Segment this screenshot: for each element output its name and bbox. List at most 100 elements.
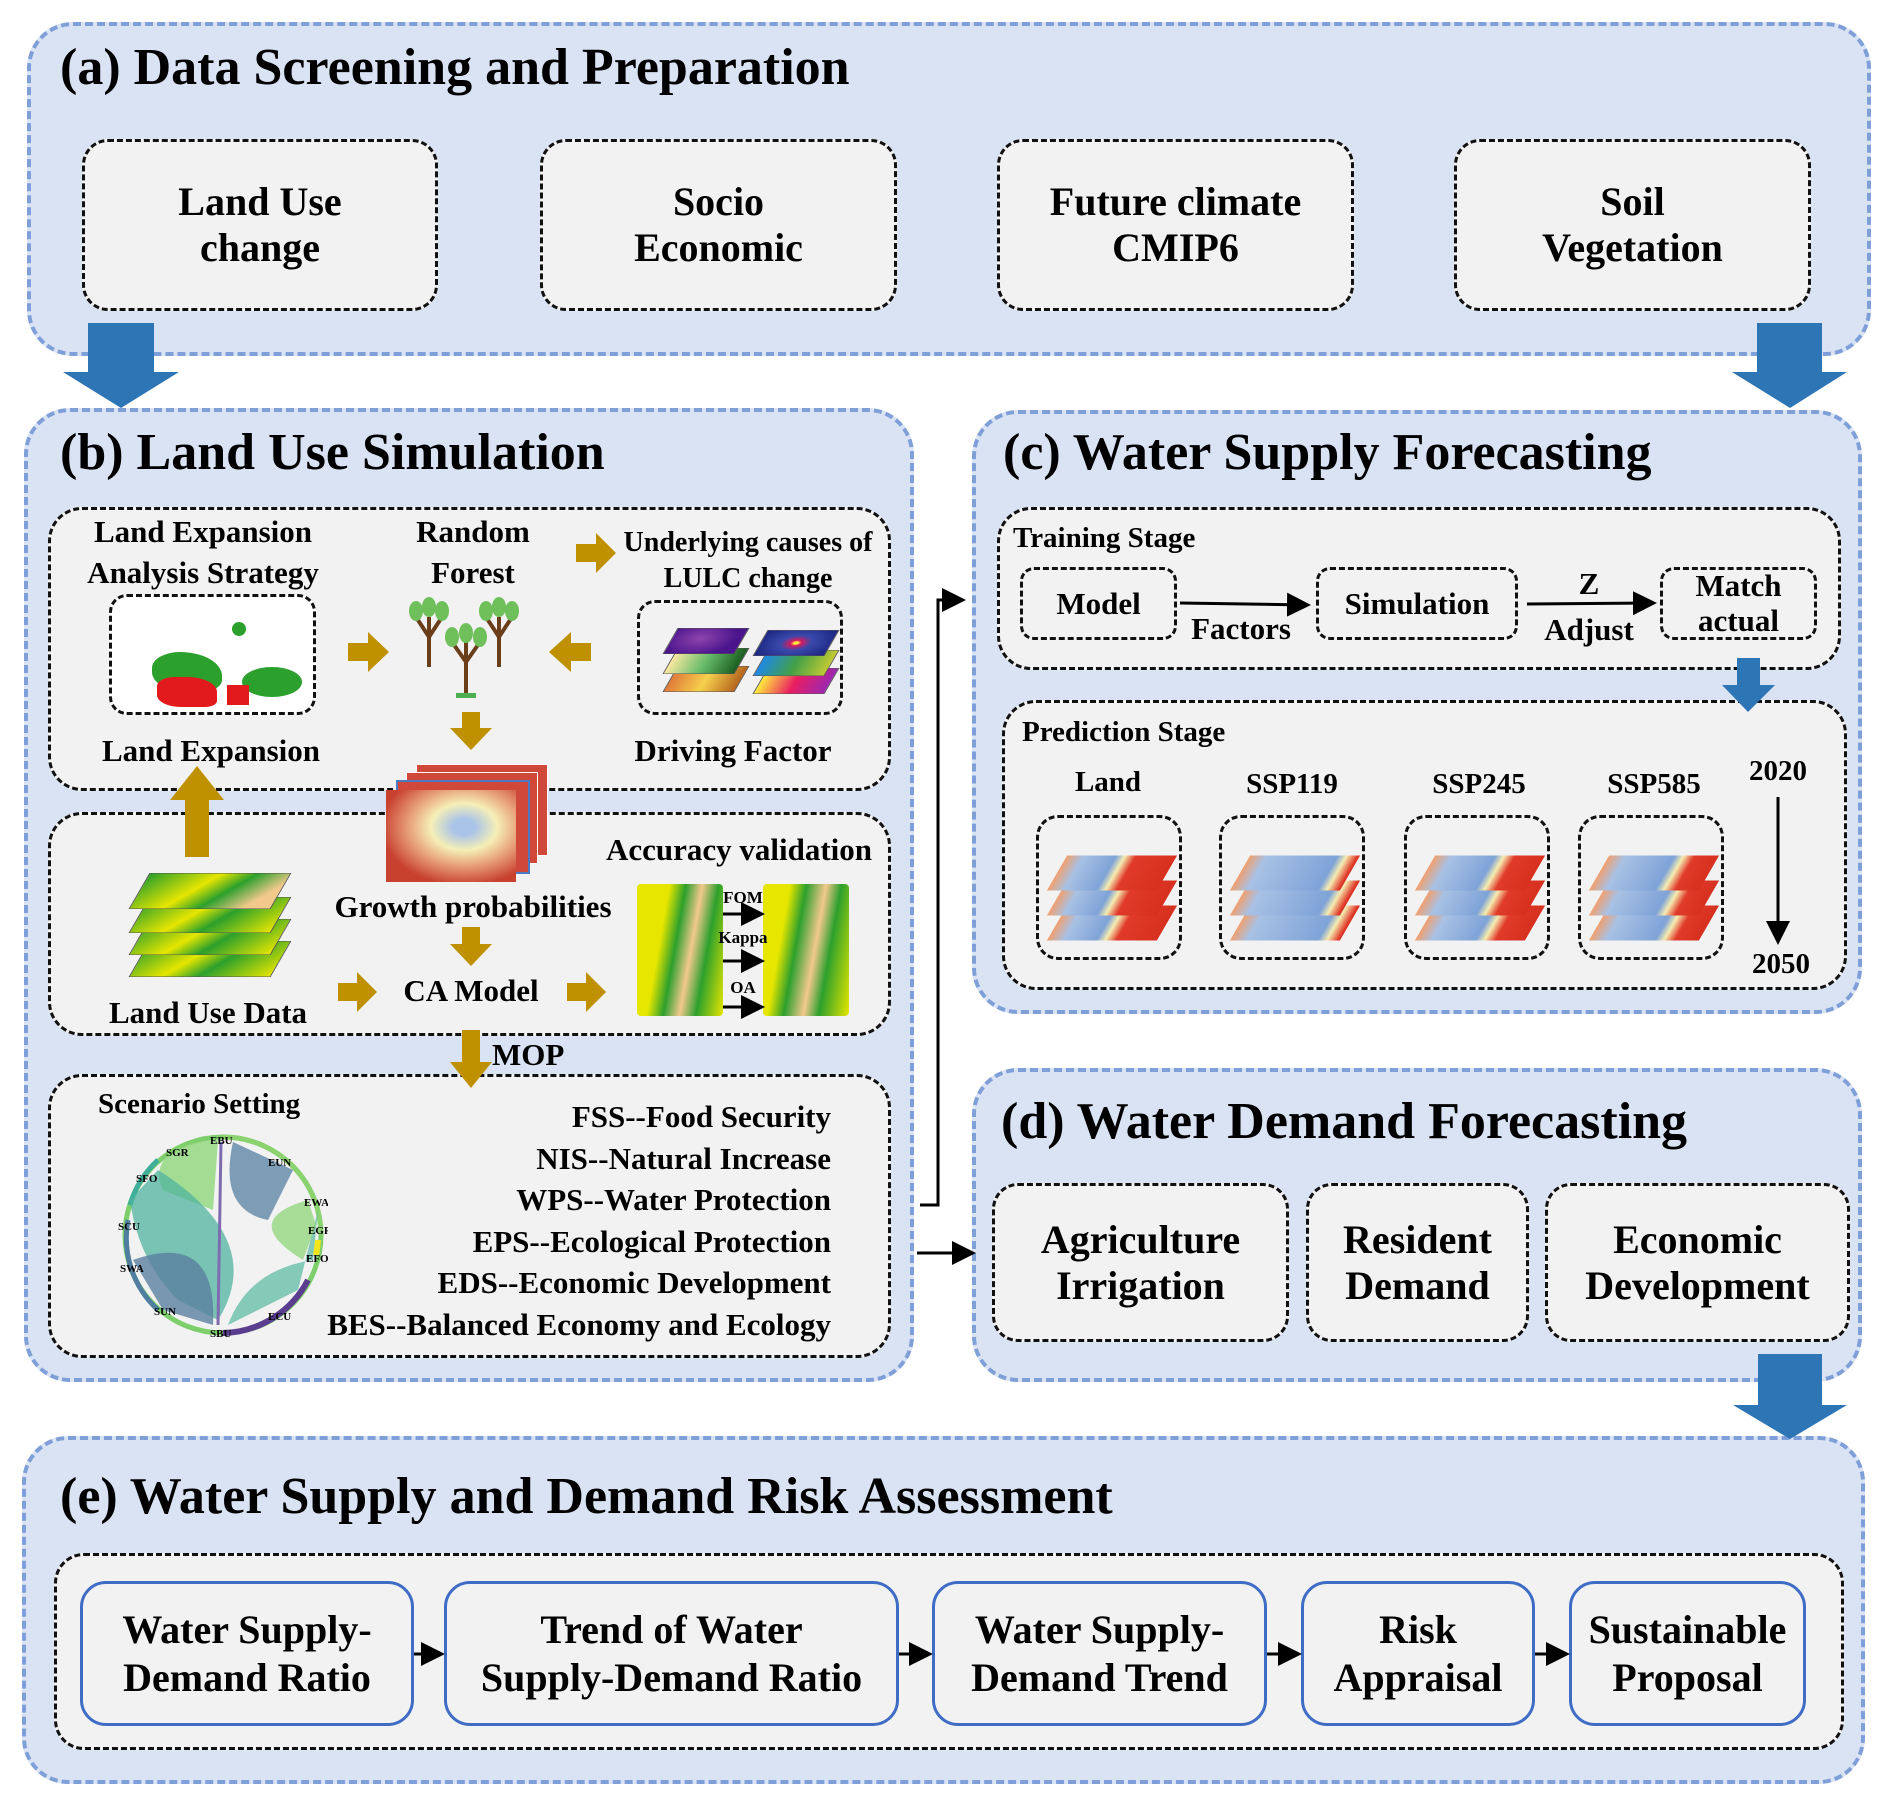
chord-label: SGR	[166, 1147, 190, 1159]
factors-label: Factors	[1191, 611, 1291, 646]
box-line: Water Supply-	[974, 1607, 1225, 1653]
model-label: Model	[1056, 585, 1141, 621]
panel-e-title: (e) Water Supply and Demand Risk Assessm…	[60, 1468, 1113, 1525]
match-label: Match	[1695, 568, 1782, 604]
map-label-ssp119: SSP119	[1246, 768, 1338, 800]
metric-fom: FOM	[723, 888, 763, 907]
box-line: Economic	[1613, 1216, 1782, 1262]
growth-probability-maps	[386, 764, 550, 882]
panel-b-title: (b) Land Use Simulation	[60, 424, 605, 481]
map-label-ssp585: SSP585	[1607, 768, 1701, 800]
model-box: Model	[1020, 567, 1177, 640]
chord-label: EGR	[308, 1225, 328, 1237]
chord-label: SFO	[136, 1173, 158, 1185]
chord-label: SCU	[118, 1221, 140, 1233]
chord-label: EFO	[306, 1253, 328, 1265]
scenario-eds: EDS--Economic Development	[437, 1265, 831, 1300]
year-end: 2050	[1752, 948, 1810, 980]
map-label-ssp245: SSP245	[1432, 768, 1526, 800]
simulated-map	[637, 884, 723, 1016]
scenario-chord-diagram: EBU EUN EWA EGR EFO ECU SBU SUN SWA SCU …	[118, 1134, 328, 1340]
panel-a-title: (a) Data Screening and Preparation	[60, 39, 850, 96]
strategy-label-2: Analysis Strategy	[87, 555, 319, 590]
scenario-bes: BES--Balanced Economy and Ecology	[327, 1307, 831, 1342]
metric-oa: OA	[730, 978, 756, 997]
chord-label: SUN	[154, 1306, 176, 1318]
year-start: 2020	[1749, 755, 1807, 787]
box-line: Demand Ratio	[123, 1654, 371, 1700]
scenario-nis: NIS--Natural Increase	[536, 1141, 831, 1176]
random-forest-label-2: Forest	[431, 555, 515, 590]
land-expansion-map	[109, 594, 316, 715]
actual-label: actual	[1698, 602, 1779, 638]
chord-label: SBU	[210, 1328, 231, 1340]
prediction-stage-label: Prediction Stage	[1022, 716, 1226, 748]
chord-label: EUN	[268, 1157, 291, 1169]
box-line: Soil	[1600, 179, 1665, 224]
ca-model-label: CA Model	[403, 973, 539, 1008]
box-line: Economic	[634, 225, 803, 270]
random-forest-tree-icon	[409, 597, 519, 698]
box-line: Water Supply-	[122, 1607, 372, 1653]
box-line: Proposal	[1612, 1654, 1763, 1700]
box-line: Trend of Water	[540, 1607, 803, 1653]
adjust-label: Adjust	[1544, 612, 1634, 647]
chord-label: EBU	[210, 1135, 233, 1147]
scenario-wps: WPS--Water Protection	[516, 1182, 831, 1217]
metric-kappa: Kappa	[718, 928, 768, 947]
causes-label-2: LULC change	[663, 563, 833, 594]
map-label-land: Land	[1074, 766, 1142, 798]
box-line: Demand Trend	[971, 1654, 1228, 1700]
chord-label: ECU	[268, 1311, 291, 1323]
simulation-label: Simulation	[1344, 585, 1490, 621]
box-line: Land Use	[178, 179, 342, 224]
box-line: Supply-Demand Ratio	[480, 1654, 863, 1700]
z-label: Z	[1578, 566, 1600, 601]
chord-label: SWA	[120, 1263, 144, 1275]
box-line: Vegetation	[1542, 225, 1723, 270]
box-supply-demand-ratio: Water Supply-Demand Ratio	[80, 1581, 414, 1726]
scenario-eps: EPS--Ecological Protection	[472, 1224, 831, 1259]
accuracy-validation-label: Accuracy validation	[605, 832, 873, 867]
box-line: Agriculture	[1040, 1216, 1241, 1262]
driving-factor-maps	[637, 600, 843, 715]
training-stage-label: Training Stage	[1013, 522, 1196, 554]
box-line: Risk	[1379, 1607, 1457, 1653]
box-line: Resident	[1343, 1216, 1492, 1262]
growth-probabilities-label: Growth probabilities	[334, 889, 612, 924]
strategy-label-1: Land Expansion	[94, 514, 312, 549]
simulation-box: Simulation	[1316, 567, 1518, 640]
box-supply-demand-trend: Water Supply-Demand Trend	[932, 1581, 1267, 1726]
prediction-map-land	[1036, 815, 1182, 960]
chord-label: EWA	[304, 1197, 328, 1209]
scenario-setting-label: Scenario Setting	[98, 1088, 301, 1120]
causes-label-1: Underlying causes of	[623, 527, 873, 558]
scenario-fss: FSS--Food Security	[571, 1099, 831, 1134]
box-line: Irrigation	[1056, 1262, 1225, 1308]
box-line: CMIP6	[1112, 225, 1239, 270]
box-line: Socio	[672, 179, 765, 224]
panel-d-title: (d) Water Demand Forecasting	[1001, 1093, 1688, 1150]
land-expansion-label: Land Expansion	[102, 733, 320, 768]
prediction-map-ssp585	[1578, 815, 1724, 960]
prediction-map-ssp245	[1404, 815, 1550, 960]
box-line: Demand	[1345, 1262, 1490, 1308]
prediction-map-ssp119	[1219, 815, 1365, 960]
box-line: Appraisal	[1333, 1654, 1503, 1700]
land-use-data-maps	[99, 863, 297, 985]
box-line: Development	[1585, 1262, 1810, 1308]
box-line: Sustainable	[1588, 1607, 1787, 1653]
box-line: change	[200, 225, 320, 270]
actual-map	[763, 884, 849, 1016]
driving-factor-label: Driving Factor	[634, 733, 832, 768]
